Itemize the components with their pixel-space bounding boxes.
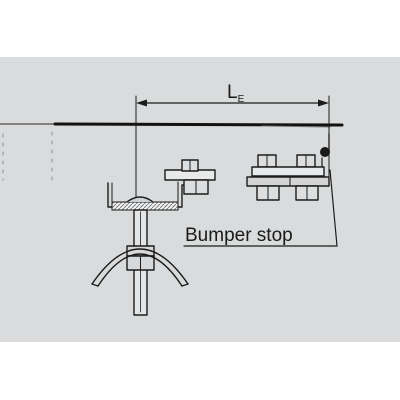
dimension-le [135, 95, 330, 206]
cable-saddle [91, 248, 189, 287]
background-panel [0, 57, 400, 342]
dimension-label: LE [227, 82, 245, 105]
ceiling-beam [0, 122, 344, 128]
clamp-assembly [107, 159, 216, 316]
reference-dashes [2, 131, 53, 181]
callout-leader [183, 169, 338, 247]
arrow-left [136, 99, 147, 107]
hatched-pad [111, 201, 179, 211]
bumper-ball [320, 147, 330, 157]
callout-label: Bumper stop [185, 225, 293, 246]
runner-carriage [246, 154, 330, 201]
arrow-right [318, 99, 329, 107]
